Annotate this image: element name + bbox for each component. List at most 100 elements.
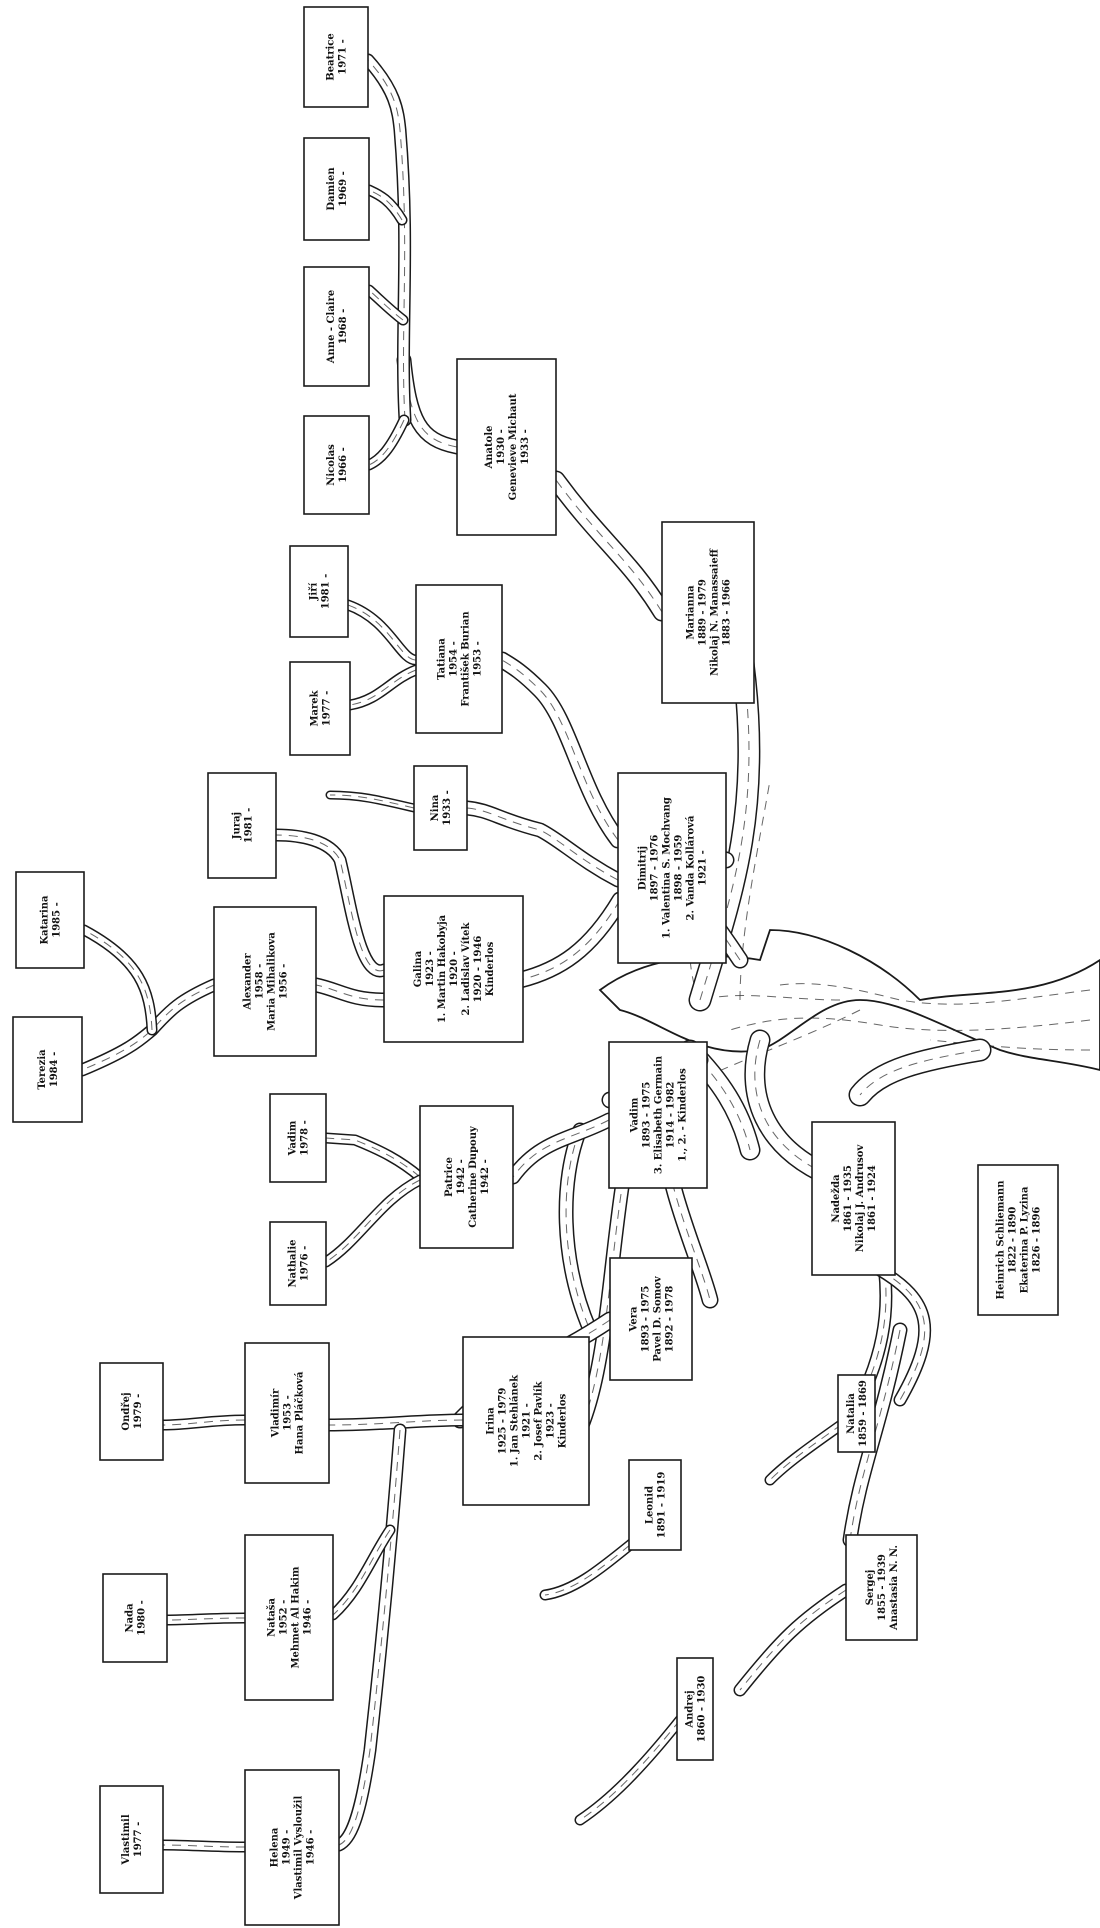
person-label: Nicolas1966 - bbox=[326, 444, 349, 486]
person-box-frame bbox=[102, 1573, 168, 1663]
person-box-nicolas: Nicolas1966 - bbox=[303, 415, 370, 515]
person-label-line: Nina bbox=[430, 794, 441, 821]
person-box-frame bbox=[462, 1336, 590, 1506]
person-label: Nadežda1861 - 1935Nikolaj J. Andrusov186… bbox=[831, 1144, 878, 1253]
tree-branch-grain bbox=[166, 1617, 246, 1621]
tree-branch-grain bbox=[368, 189, 403, 221]
person-label: Leonid1891 - 1919 bbox=[645, 1472, 668, 1539]
tree-branch-grain bbox=[739, 1589, 847, 1691]
person-label-line: 1855 - 1939 bbox=[877, 1554, 888, 1621]
tree-branch-fill bbox=[159, 1841, 249, 1851]
person-box-heinrich: Heinrich Schliemann1822 - 1890Ekaterina … bbox=[977, 1164, 1059, 1316]
person-box-frame bbox=[456, 358, 557, 536]
person-box-irina: Irina1925 - 19791. Jan Stehlánek1921 -2.… bbox=[462, 1336, 590, 1506]
person-label-line: 1925 - 1979 bbox=[498, 1388, 509, 1455]
person-label-line: 1942 - bbox=[456, 1159, 467, 1194]
person-box-tatiana: Tatiana1954 -František Burian1953 - bbox=[415, 584, 503, 734]
tree-branch-fill bbox=[80, 926, 156, 1034]
tree-branch-grain bbox=[83, 929, 153, 1031]
tree-branch-grain bbox=[338, 1429, 401, 1846]
person-label: Patrice1942 -Catherine Dupouy1942 - bbox=[444, 1125, 491, 1228]
person-label-line: 1968 - bbox=[338, 309, 349, 344]
person-label: Nataša1952 -Mehmet Al Hakim1946 - bbox=[267, 1566, 314, 1668]
person-box-frame bbox=[269, 1093, 327, 1183]
tree-branch-fill bbox=[344, 601, 420, 664]
tree-branch-grain bbox=[519, 899, 621, 981]
person-label-line: Marek bbox=[310, 689, 321, 726]
person-box-katarina: Katarina1985 - bbox=[15, 871, 85, 969]
person-label-line: 1920 - 1946 bbox=[473, 936, 484, 1003]
person-box-jiri: Jiří1981 - bbox=[289, 545, 349, 638]
person-box-frame bbox=[269, 1221, 327, 1306]
person-box-frame bbox=[419, 1105, 514, 1249]
person-label-line: 1859 - 1869 bbox=[858, 1380, 869, 1447]
person-label-line: Nikolaj N. Manassaieff bbox=[710, 548, 721, 676]
tree-branch-grain bbox=[512, 1119, 610, 1178]
person-box-frame bbox=[303, 137, 370, 241]
tree-branch-grain bbox=[367, 59, 406, 421]
person-label-line: 1933 - bbox=[520, 429, 531, 464]
person-label: Beatrice1971 - bbox=[326, 33, 349, 80]
person-label: Galina1923 -1. Martin Hakobyja1920 -2. L… bbox=[413, 914, 496, 1023]
person-label-line: František Burian bbox=[461, 611, 472, 707]
person-box-frame bbox=[303, 415, 370, 515]
person-label-line: Beatrice bbox=[326, 33, 337, 80]
person-label-line: Nikolaj J. Andrusov bbox=[855, 1144, 866, 1253]
person-label-line: Damien bbox=[326, 167, 337, 211]
tree-branch-grain bbox=[565, 1129, 591, 1331]
person-box-anatole: Anatole1930 -Genevieve Michaut1933 - bbox=[456, 358, 557, 536]
person-label-line: 1893 - 1975 bbox=[641, 1286, 652, 1353]
person-label-line: Alexander bbox=[243, 953, 254, 1011]
person-label: Terezia1984 - bbox=[37, 1049, 60, 1090]
person-label-line: 3. Elisabeth Germain bbox=[654, 1055, 665, 1174]
person-label-line: 1976 - bbox=[300, 1246, 311, 1281]
person-label: Sergej1855 - 1939Anastasia N. N. bbox=[865, 1545, 900, 1631]
person-label-line: 1933 - bbox=[442, 790, 453, 825]
person-label-line: 1883 - 1966 bbox=[722, 579, 733, 646]
person-label-line: 2. Josef Pavlík bbox=[534, 1380, 545, 1460]
person-label-line: 1952 - bbox=[279, 1600, 290, 1635]
person-box-andrej: Andrej1860 - 1930 bbox=[676, 1657, 714, 1761]
tree-branch-fill bbox=[327, 792, 417, 811]
person-label-line: 1. Martin Hakobyja bbox=[437, 914, 448, 1023]
person-label-line: 1822 - 1890 bbox=[1008, 1207, 1019, 1274]
person-box-vadim-1893: Vadim1893 - 19753. Elisabeth Germain1914… bbox=[608, 1041, 708, 1189]
tree-branch-grain bbox=[501, 659, 619, 841]
person-label-line: Hana Pláčková bbox=[295, 1371, 306, 1454]
person-label-line: Galina bbox=[413, 950, 424, 987]
person-label-line: 1897 - 1976 bbox=[650, 835, 661, 902]
person-label-line: 1949 - bbox=[282, 1830, 293, 1865]
person-box-natasa: Nataša1952 -Mehmet Al Hakim1946 - bbox=[244, 1534, 334, 1701]
tree-branch-grain bbox=[325, 1137, 421, 1178]
person-label-line: Vladimír bbox=[271, 1388, 282, 1438]
person-label-line: Katarina bbox=[40, 895, 51, 945]
person-boxes: Heinrich Schliemann1822 - 1890Ekaterina … bbox=[12, 6, 1059, 1926]
person-label-line: Nadežda bbox=[831, 1174, 842, 1223]
person-label-line: Vera bbox=[629, 1306, 640, 1332]
person-label-line: 1930 - bbox=[496, 429, 507, 464]
person-box-natalia: Natalia1859 - 1869 bbox=[837, 1374, 876, 1453]
person-label-line: Terezia bbox=[37, 1049, 48, 1090]
person-box-leonid: Leonid1891 - 1919 bbox=[628, 1459, 682, 1551]
person-label-line: Nada bbox=[125, 1603, 136, 1633]
person-label-line: Maria Mihalikova bbox=[267, 932, 278, 1031]
person-label: Anne - Claire1968 - bbox=[326, 290, 349, 364]
person-box-frame bbox=[661, 521, 755, 704]
person-label-line: Genevieve Michaut bbox=[508, 393, 519, 500]
person-label-line: 1946 - bbox=[303, 1600, 314, 1635]
person-label-line: Kinderlos bbox=[485, 941, 496, 996]
person-label: Ondřej1979 - bbox=[121, 1392, 144, 1430]
person-label-line: 1892 - 1978 bbox=[665, 1286, 676, 1353]
person-label-line: 1920 - bbox=[449, 951, 460, 986]
person-box-nathalie: Nathalie1976 - bbox=[269, 1221, 327, 1306]
person-label: Nada1980 - bbox=[125, 1600, 148, 1635]
person-box-marianna: Marianna1889 - 1979Nikolaj N. Manassaief… bbox=[661, 521, 755, 704]
person-box-vladimir: Vladimír1953 -Hana Pláčková bbox=[244, 1342, 330, 1484]
person-label-line: Leonid bbox=[645, 1486, 656, 1524]
person-label-line: Helena bbox=[270, 1827, 281, 1867]
person-label-line: Nicolas bbox=[326, 444, 337, 486]
person-label-line: 1. Jan Stehlánek bbox=[510, 1374, 521, 1467]
person-label-line: 1956 - bbox=[279, 964, 290, 999]
person-label: Alexander1958 -Maria Mihalikova1956 - bbox=[243, 932, 290, 1031]
